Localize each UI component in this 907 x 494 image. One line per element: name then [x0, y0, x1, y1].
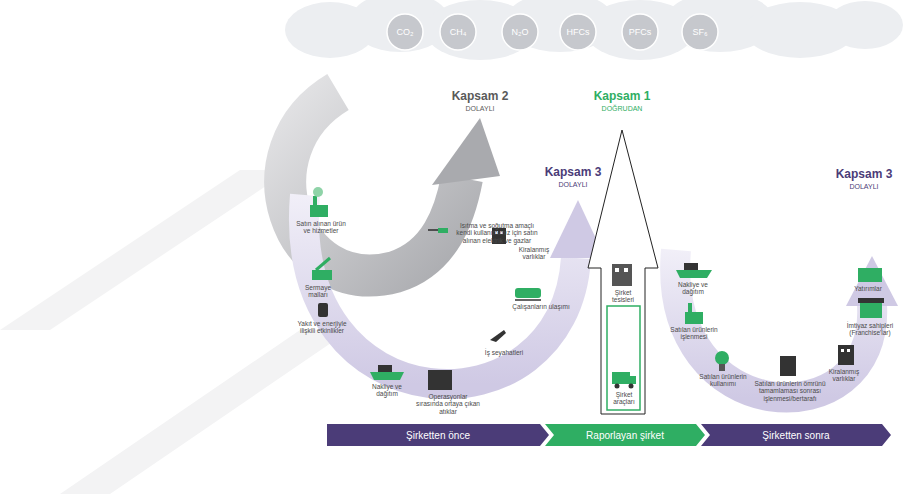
gas-circle: CO₂: [386, 13, 424, 51]
gas-circle: CH₄: [439, 13, 477, 51]
timeline-band: Raporlayan şirket: [545, 424, 705, 446]
category-caption: Yatırımlar: [842, 285, 894, 292]
gas-circle: PFCs: [621, 13, 659, 51]
category-caption: Şirket araçları: [606, 391, 642, 406]
background-band: [0, 170, 290, 330]
gas-circle: N₂O: [501, 13, 539, 51]
category-caption: Yakıt ve enerjiyle ilişkili etkinlikler: [293, 320, 351, 335]
scope-subtitle: DOLAYLI: [440, 105, 520, 113]
node-text: CO₂: [397, 27, 414, 37]
node-text: Şirketten sonra: [762, 430, 829, 441]
node-text: CH₄: [450, 27, 467, 37]
category-caption: İmtiyaz sahipleri (Franchise'lar): [840, 322, 900, 337]
scope-title: Kapsam 1: [582, 90, 662, 104]
category-caption: Satılan ürünlerin ömrünü tamamlaması son…: [750, 380, 830, 402]
category-caption: Satın alınan ürün ve hizmetler: [295, 220, 347, 235]
scope3-downstream-arc: [675, 250, 872, 398]
scope-title: Kapsam 3: [540, 166, 606, 180]
category-caption: Kiralanmış varlıklar: [508, 246, 560, 261]
category-caption: Operasyonlar sırasında ortaya çıkan atık…: [416, 393, 480, 415]
scope-subtitle: DOĞRUDAN: [582, 105, 662, 113]
scope3-arrowhead: [846, 256, 898, 306]
node-text: PFCs: [629, 27, 652, 37]
icon: [612, 264, 636, 389]
gas-circle: SF₆: [681, 13, 719, 51]
category-caption: Isıtma ve soğutma amaçlı kendi kullanımı…: [452, 222, 542, 244]
node-text: N₂O: [512, 27, 529, 37]
scope2-arrowhead: [432, 118, 500, 185]
gas-circle: HFCs: [559, 13, 597, 51]
timeline-band: Şirketten sonra: [701, 424, 891, 446]
timeline-band: Şirketten önce: [327, 424, 549, 446]
background-band: [60, 330, 350, 494]
category-caption: Kiralanmış varlıklar: [818, 368, 870, 383]
category-caption: Satılan ürünlerin kullanımı: [697, 373, 749, 388]
node-text: HFCs: [567, 27, 590, 37]
icon: [310, 187, 541, 390]
category-caption: Çalışanların ulaşımı: [512, 303, 570, 310]
node-text: Raporlayan şirket: [586, 430, 664, 441]
scope-subtitle: DOLAYLI: [540, 181, 606, 189]
category-caption: Satılan ürünlerin işlenmesi: [666, 326, 722, 341]
category-caption: Şirket tesisleri: [603, 289, 643, 304]
scope-title: Kapsam 3: [830, 168, 898, 182]
category-caption: Nakliye ve dağıtım: [364, 383, 410, 398]
scope-subtitle: DOLAYLI: [830, 183, 898, 191]
cloud: [285, 0, 903, 60]
category-caption: Nakliye ve dağıtım: [668, 281, 718, 296]
icon: [676, 263, 884, 376]
node-text: SF₆: [692, 27, 707, 37]
node-text: Şirketten önce: [406, 430, 470, 441]
category-caption: İş seyahatleri: [482, 349, 526, 356]
scope-title: Kapsam 2: [440, 90, 520, 104]
category-caption: Sermaye malları: [296, 284, 340, 299]
